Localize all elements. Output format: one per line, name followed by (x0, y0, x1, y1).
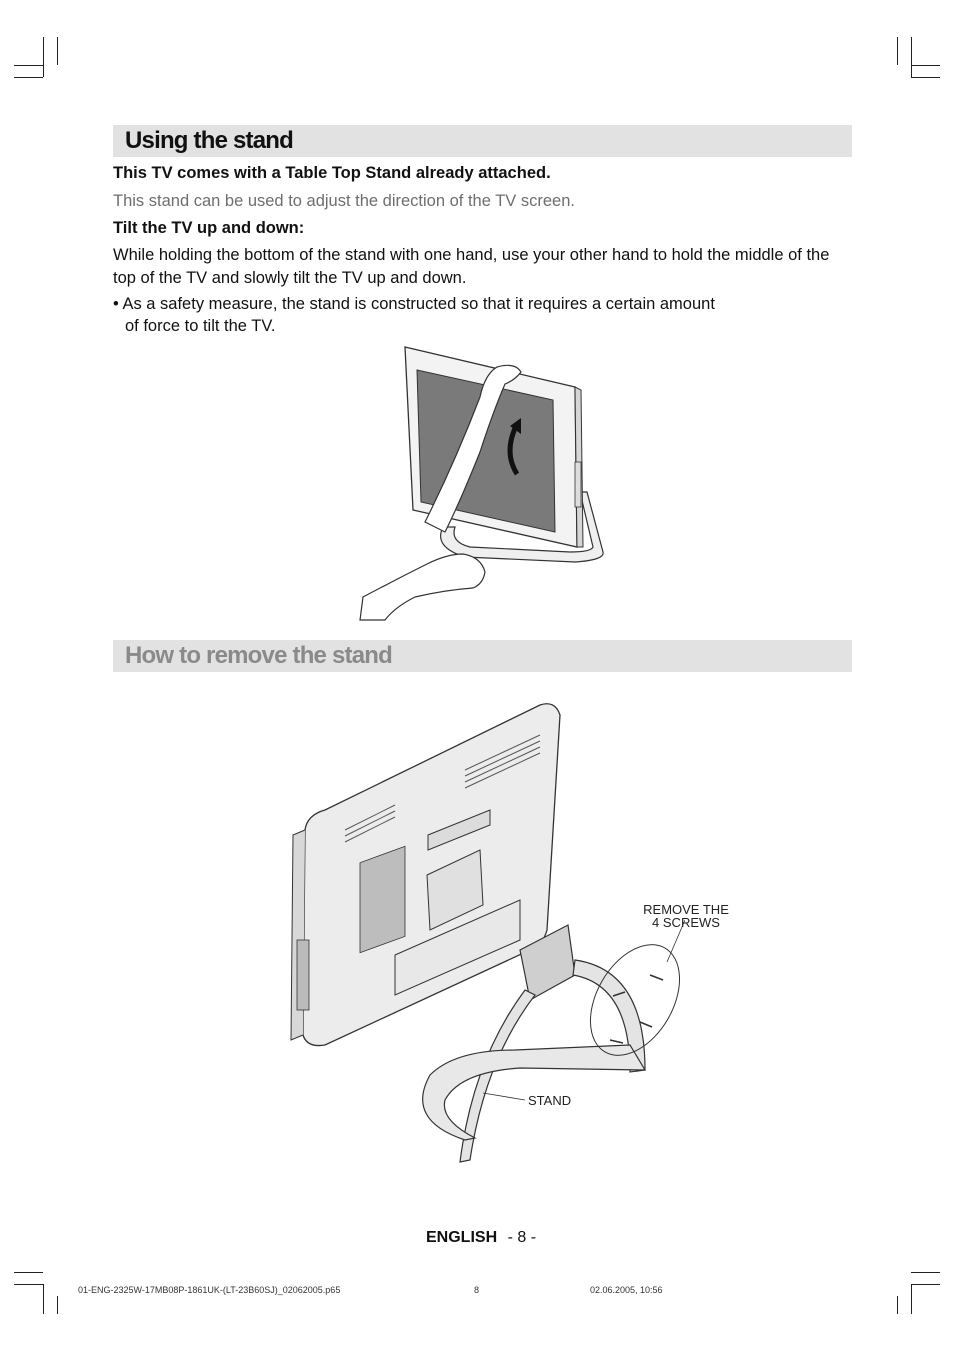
tv-tilt-illustration (359, 346, 604, 621)
crop-mark (14, 77, 43, 78)
page-footer: ENGLISH - 8 - (426, 1229, 536, 1247)
callout-line-2: 4 SCREWS (652, 915, 720, 930)
crop-mark (911, 37, 912, 77)
bullet-line-2: of force to tilt the TV. (125, 317, 276, 335)
bullet-line-1: • As a safety measure, the stand is cons… (113, 295, 715, 313)
footer-page-num: 8 (474, 1285, 480, 1295)
section-title: How to remove the stand (125, 642, 393, 669)
crop-mark (911, 1272, 940, 1273)
crop-mark (911, 65, 940, 66)
crop-mark (911, 1284, 940, 1285)
footer-file-name: 01-ENG-2325W-17MB08P-1861UK-(LT-23B60SJ)… (78, 1285, 341, 1295)
footer-page-number: - 8 - (507, 1229, 537, 1246)
crop-mark (57, 1296, 58, 1314)
crop-mark (57, 37, 58, 65)
tilt-heading: Tilt the TV up and down: (113, 219, 305, 237)
tilt-text: While holding the bottom of the stand wi… (113, 246, 830, 287)
crop-mark (897, 37, 898, 65)
crop-mark (43, 37, 44, 77)
crop-mark (43, 1284, 44, 1314)
crop-mark (14, 1272, 43, 1273)
section-header-using-stand: Using the stand (113, 125, 852, 157)
callout-stand: STAND (528, 1093, 572, 1108)
callout-line-1: REMOVE THE (643, 902, 729, 917)
footer-language: ENGLISH (426, 1229, 498, 1246)
crop-mark (897, 1296, 898, 1314)
crop-mark (14, 65, 43, 66)
section-header-remove-stand: How to remove the stand (113, 640, 852, 672)
callout-remove-screws: REMOVE THE 4 SCREWS (630, 903, 742, 929)
footer-date: 02.06.2005, 10:56 (590, 1285, 663, 1295)
section-title: Using the stand (125, 127, 294, 154)
intro-bold: This TV comes with a Table Top Stand alr… (113, 164, 551, 182)
crop-mark (911, 77, 940, 78)
intro-text: This stand can be used to adjust the dir… (113, 192, 575, 210)
crop-mark (911, 1284, 912, 1314)
crop-mark (14, 1284, 43, 1285)
tv-back-illustration (290, 703, 685, 1163)
